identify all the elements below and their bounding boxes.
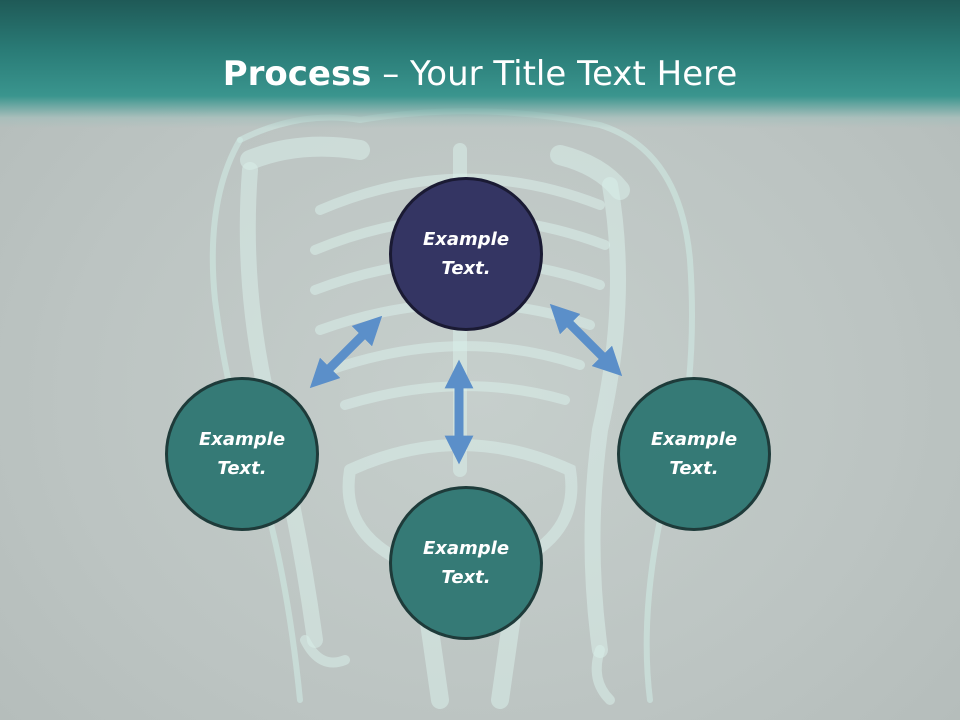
node-top-label: Example Text. [422, 229, 510, 279]
slide-title: Process – Your Title Text Here [0, 52, 960, 96]
node-bottom-label: Example Text. [422, 538, 510, 588]
node-left-label: Example Text. [198, 429, 286, 479]
node-left[interactable]: Example Text. [165, 377, 319, 531]
title-bar: Process – Your Title Text Here [0, 0, 960, 128]
node-right[interactable]: Example Text. [617, 377, 771, 531]
node-top[interactable]: Example Text. [389, 177, 543, 331]
node-right-label: Example Text. [650, 429, 738, 479]
title-strong: Process [222, 54, 372, 94]
node-bottom[interactable]: Example Text. [389, 486, 543, 640]
arrow-top-right [549, 303, 623, 377]
title-rest: – Your Title Text Here [371, 54, 738, 94]
arrow-top-left [309, 315, 383, 389]
